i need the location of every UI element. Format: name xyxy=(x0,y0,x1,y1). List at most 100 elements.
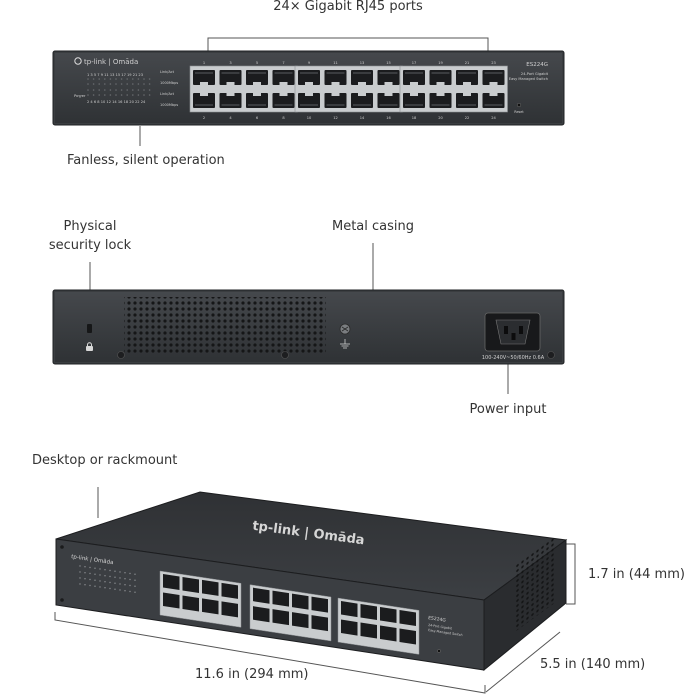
led xyxy=(148,83,151,85)
rj45-port[interactable] xyxy=(292,593,309,610)
rj45-port[interactable] xyxy=(298,93,320,108)
rj45-port[interactable] xyxy=(377,93,400,108)
port-number-label: 2 xyxy=(203,116,205,120)
rj45-port[interactable] xyxy=(380,606,397,623)
svg-text:24-Port Gigabit: 24-Port Gigabit xyxy=(428,623,453,631)
rj45-port[interactable] xyxy=(360,604,378,621)
rj45-port[interactable] xyxy=(182,576,200,593)
rj45-port[interactable] xyxy=(182,595,200,612)
led xyxy=(124,590,126,592)
rj45-port[interactable] xyxy=(272,70,295,85)
side-vents xyxy=(514,537,554,633)
rj45-port[interactable] xyxy=(219,93,242,108)
rj45-port[interactable] xyxy=(298,70,320,85)
rj45-port[interactable] xyxy=(341,619,358,636)
port-number-label: 19 xyxy=(438,61,443,65)
rj45-port[interactable] xyxy=(360,622,378,639)
rj45-port[interactable] xyxy=(341,601,358,618)
rj45-port[interactable] xyxy=(292,612,309,629)
led xyxy=(84,566,86,568)
port-number-label: 6 xyxy=(256,116,259,120)
led xyxy=(129,572,131,575)
port-number-label: 10 xyxy=(307,116,312,120)
svg-text:24-Port Gigabit: 24-Port Gigabit xyxy=(521,72,549,76)
led xyxy=(92,78,95,80)
led xyxy=(109,89,112,91)
rj45-port[interactable] xyxy=(324,93,347,108)
led xyxy=(120,89,123,91)
rj45-port[interactable] xyxy=(202,598,219,615)
front-model: ES224G xyxy=(526,62,548,68)
port-number-label: 11 xyxy=(333,61,338,65)
rj45-port[interactable] xyxy=(429,70,452,85)
led xyxy=(87,78,89,80)
rj45-port[interactable] xyxy=(324,70,347,85)
led xyxy=(119,577,121,579)
rj45-port[interactable] xyxy=(351,93,373,108)
front-brand-logo: tp-link | Omāda xyxy=(84,58,138,66)
front-panel-view: tp-link | Omāda Power 1 3 5 7 9 11 13 15… xyxy=(52,50,565,126)
led xyxy=(104,581,106,583)
rj45-port[interactable] xyxy=(163,574,180,591)
led xyxy=(132,83,134,85)
rj45-port[interactable] xyxy=(221,601,239,618)
fanless-callout: Fanless, silent operation xyxy=(67,153,225,168)
led xyxy=(114,576,116,578)
svg-text:Reset: Reset xyxy=(514,110,524,114)
led xyxy=(79,571,81,573)
led xyxy=(115,89,117,91)
reset-button xyxy=(516,102,522,108)
led xyxy=(92,94,95,96)
rj45-port[interactable] xyxy=(311,615,329,632)
rj45-port[interactable] xyxy=(193,93,215,108)
led xyxy=(98,83,100,85)
rj45-port[interactable] xyxy=(429,93,452,108)
rj45-port[interactable] xyxy=(399,628,417,645)
ports-callout: 24× Gigabit RJ45 ports xyxy=(273,0,423,14)
port-number-label: 16 xyxy=(386,116,391,120)
led xyxy=(132,78,134,80)
rear-panel-view: 100-240V~50/60Hz 0.6A xyxy=(52,289,565,365)
rj45-port[interactable] xyxy=(202,579,219,596)
led xyxy=(109,575,111,578)
rj45-port[interactable] xyxy=(456,93,478,108)
rj45-port[interactable] xyxy=(193,70,215,85)
rj45-port[interactable] xyxy=(163,592,180,609)
rj45-port[interactable] xyxy=(377,70,400,85)
rj45-port[interactable] xyxy=(272,93,295,108)
rj45-port[interactable] xyxy=(403,93,425,108)
rj45-port[interactable] xyxy=(221,582,239,599)
led xyxy=(126,89,128,91)
rj45-port[interactable] xyxy=(403,70,425,85)
led xyxy=(89,566,91,569)
rj45-port[interactable] xyxy=(246,93,268,108)
switch-3d-view: tp-link | Omāda tp-link | Omāda ES224G 2… xyxy=(55,491,568,672)
svg-text:1000Mbps: 1000Mbps xyxy=(160,103,178,107)
led xyxy=(129,590,131,593)
led xyxy=(87,89,89,91)
led xyxy=(94,573,96,575)
security-callout-line2: security lock xyxy=(48,238,132,253)
rj45-port[interactable] xyxy=(219,70,242,85)
rj45-port[interactable] xyxy=(253,606,270,623)
rj45-port[interactable] xyxy=(399,609,417,626)
rj45-port[interactable] xyxy=(351,70,373,85)
rj45-port[interactable] xyxy=(482,93,505,108)
rj45-port[interactable] xyxy=(456,70,478,85)
led xyxy=(87,94,89,96)
rj45-port[interactable] xyxy=(272,590,290,607)
port-number-label: 18 xyxy=(412,116,417,120)
mount-callout: Desktop or rackmount xyxy=(32,453,178,468)
led xyxy=(114,570,116,572)
led xyxy=(132,89,134,91)
led xyxy=(98,89,100,91)
rj45-port[interactable] xyxy=(482,70,505,85)
rj45-port[interactable] xyxy=(253,587,270,604)
kensington-slot xyxy=(87,324,92,333)
rj45-port[interactable] xyxy=(246,70,268,85)
rj45-port[interactable] xyxy=(311,596,329,613)
rj45-port[interactable] xyxy=(272,609,290,626)
led xyxy=(134,585,136,587)
rj45-port[interactable] xyxy=(380,625,397,642)
